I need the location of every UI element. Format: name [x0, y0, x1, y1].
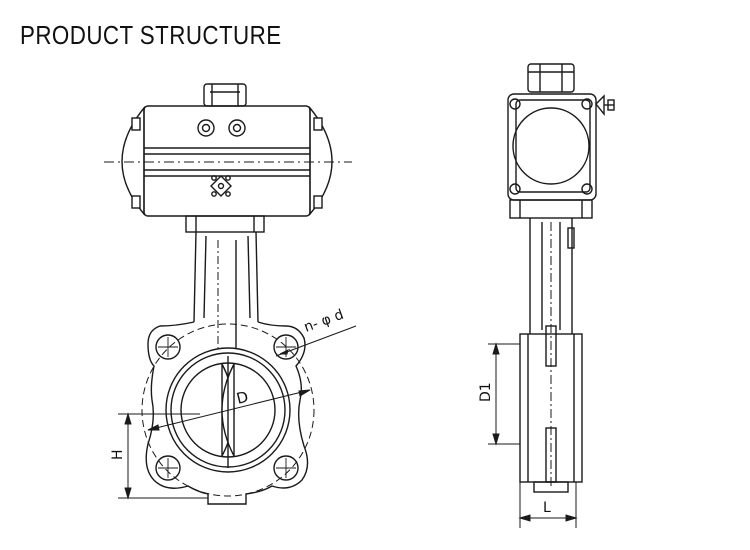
- height-label: H: [110, 449, 126, 460]
- length-label: L: [543, 500, 551, 516]
- front-dimensions: [118, 325, 357, 500]
- valve-body: [141, 231, 315, 505]
- side-view: D1 L: [478, 63, 615, 528]
- side-body: [519, 325, 583, 493]
- side-neck: [529, 218, 575, 488]
- page-title: PRODUCT STRUCTURE: [20, 20, 282, 50]
- flange-diameter-label: D1: [478, 382, 494, 402]
- actuator-side: [507, 63, 615, 219]
- bolt-holes: [155, 334, 299, 481]
- front-view: n- φ d D H: [104, 83, 357, 505]
- disc-diameter-label: D: [235, 388, 251, 408]
- namur-pattern: [210, 175, 232, 197]
- side-dimensions: [488, 342, 578, 528]
- pneumatic-actuator: [104, 83, 352, 233]
- bolt-hole-label: n- φ d: [302, 307, 346, 336]
